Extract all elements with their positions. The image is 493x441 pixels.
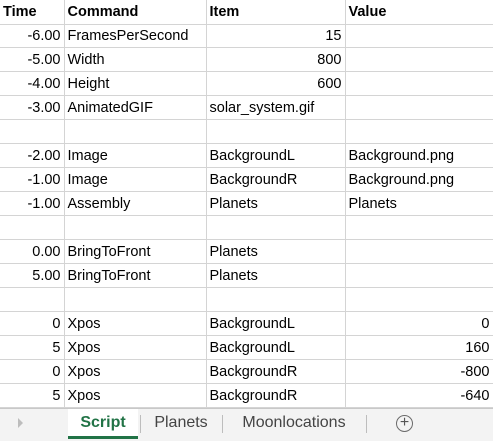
cell-command[interactable]: Xpos [64,383,207,408]
cell-command[interactable] [64,287,207,313]
cell-item[interactable]: 800 [206,47,346,73]
cell-item[interactable]: BackgroundL [206,143,346,169]
cell-item[interactable]: Planets [206,239,346,265]
cell-value[interactable]: 160 [345,335,493,361]
cell-time[interactable]: -3.00 [0,95,65,121]
header-row: Time Command Item Value [0,0,493,25]
tab-script[interactable]: Script [68,409,138,439]
cell-item[interactable]: BackgroundR [206,383,346,408]
cell-item[interactable]: Planets [206,191,346,217]
cell-time[interactable] [0,119,65,145]
add-sheet-icon[interactable]: + [396,415,413,432]
cell-value[interactable]: -800 [345,359,493,385]
cell-time[interactable]: 0 [0,359,65,385]
cell-time[interactable]: -1.00 [0,191,65,217]
cell-command[interactable] [64,215,207,241]
table-row [0,287,493,313]
scroll-right-icon[interactable] [18,418,23,428]
sheet-tab-bar: Script Planets Moonlocations + [0,408,493,441]
tab-planets[interactable]: Planets [154,414,208,431]
cell-value[interactable] [345,24,493,49]
cell-command[interactable]: Assembly [64,191,207,217]
cell-item[interactable] [206,287,346,313]
header-item[interactable]: Item [206,0,346,25]
cell-value[interactable] [345,263,493,289]
cell-command[interactable] [64,119,207,145]
cell-item[interactable] [206,119,346,145]
cell-item[interactable] [206,215,346,241]
cell-time[interactable]: 0.00 [0,239,65,265]
tab-separator [222,415,223,433]
cell-value[interactable] [345,215,493,241]
cell-item[interactable]: 600 [206,71,346,97]
cell-time[interactable]: -4.00 [0,71,65,97]
cell-time[interactable]: 5 [0,335,65,361]
cell-value[interactable]: Background.png [345,167,493,193]
cell-value[interactable] [345,71,493,97]
cell-item[interactable]: BackgroundL [206,335,346,361]
cell-value[interactable]: Planets [345,191,493,217]
table-row [0,119,493,145]
cell-command[interactable]: AnimatedGIF [64,95,207,121]
cell-value[interactable] [345,47,493,73]
header-command[interactable]: Command [64,0,207,25]
cell-value[interactable] [345,239,493,265]
cell-value[interactable] [345,287,493,313]
cell-command[interactable]: BringToFront [64,263,207,289]
cell-time[interactable] [0,287,65,313]
cell-value[interactable]: 0 [345,311,493,337]
cell-time[interactable] [0,215,65,241]
table-row [0,215,493,241]
cell-command[interactable]: Xpos [64,359,207,385]
cell-command[interactable]: Xpos [64,335,207,361]
header-time[interactable]: Time [0,0,65,25]
cell-time[interactable]: -5.00 [0,47,65,73]
cell-command[interactable]: Height [64,71,207,97]
cell-command[interactable]: FramesPerSecond [64,24,207,49]
cell-command[interactable]: Width [64,47,207,73]
cell-item[interactable]: BackgroundL [206,311,346,337]
cell-time[interactable]: -2.00 [0,143,65,169]
cell-item[interactable]: BackgroundR [206,167,346,193]
cell-item[interactable]: BackgroundR [206,359,346,385]
tab-separator [366,415,367,433]
tab-separator [140,415,141,433]
cell-value[interactable]: Background.png [345,143,493,169]
cell-command[interactable]: BringToFront [64,239,207,265]
cell-value[interactable]: -640 [345,383,493,408]
cell-time[interactable]: 5 [0,383,65,408]
cell-time[interactable]: 5.00 [0,263,65,289]
cell-command[interactable]: Image [64,167,207,193]
cell-item[interactable]: solar_system.gif [206,95,346,121]
header-value[interactable]: Value [345,0,493,25]
cell-command[interactable]: Xpos [64,311,207,337]
cell-time[interactable]: 0 [0,311,65,337]
cell-value[interactable] [345,119,493,145]
cell-command[interactable]: Image [64,143,207,169]
cell-item[interactable]: Planets [206,263,346,289]
tab-moonlocations[interactable]: Moonlocations [242,414,346,431]
cell-value[interactable] [345,95,493,121]
cell-item[interactable]: 15 [206,24,346,49]
cell-time[interactable]: -1.00 [0,167,65,193]
cell-time[interactable]: -6.00 [0,24,65,49]
